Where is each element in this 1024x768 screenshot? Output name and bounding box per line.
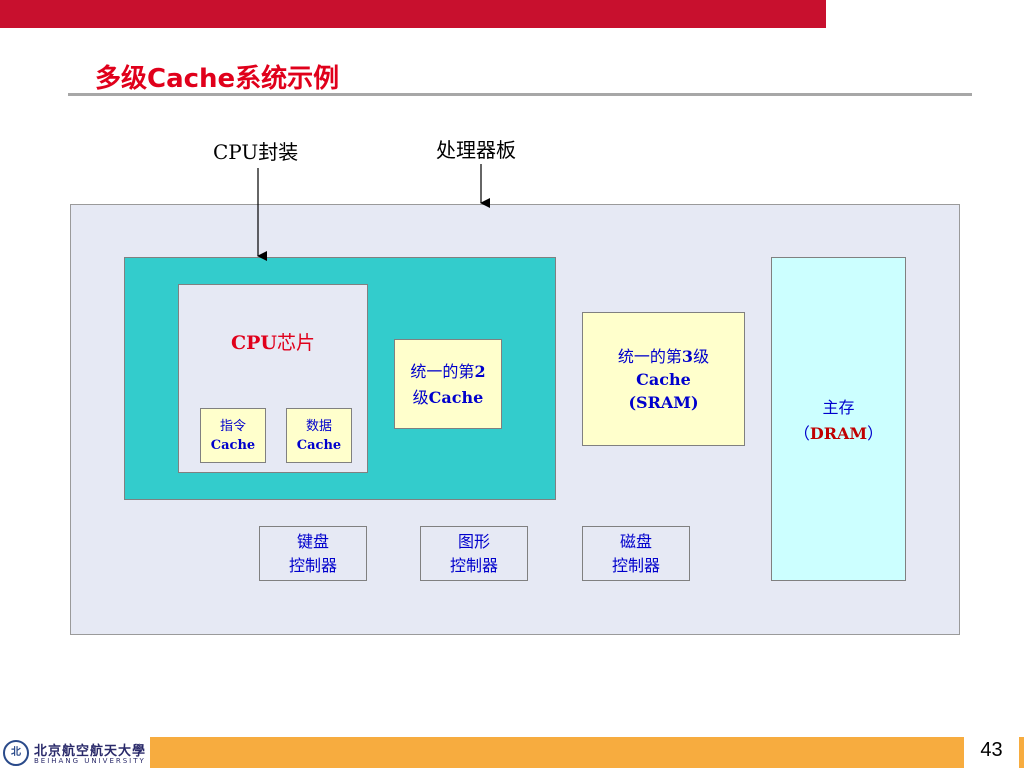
icache-line2: Cache [210, 438, 256, 453]
header-bar [0, 0, 826, 28]
keyboard-controller-box: 键盘 控制器 [259, 526, 367, 581]
cpu-chip-label: CPU芯片 [231, 332, 315, 354]
l2-cache-box: 统一的第2 级Cache [394, 339, 502, 429]
dcache-line2: Cache [296, 438, 342, 453]
graphics-controller-line2: 控制器 [449, 556, 498, 575]
icache-line1: 指令 [219, 419, 246, 434]
main-memory-box: 主存 （DRAM） [771, 257, 906, 581]
disk-controller-line2: 控制器 [611, 556, 660, 575]
graphics-controller-box: 图形 控制器 [420, 526, 528, 581]
page-number: 43 [980, 739, 1003, 761]
keyboard-controller-line1: 键盘 [296, 532, 329, 551]
instruction-cache-box: 指令 Cache [200, 408, 266, 463]
footer-bar [0, 737, 1024, 768]
l3-cache-box: 统一的第3级 Cache (SRAM) [582, 312, 745, 446]
main-memory-line1: 主存 [822, 398, 855, 417]
university-seal-icon: 北 [3, 740, 29, 766]
l3-line1: 统一的第3级 [617, 347, 710, 366]
disk-controller-box: 磁盘 控制器 [582, 526, 690, 581]
main-memory-line2: （DRAM） [793, 424, 884, 443]
processor-board-label: 处理器板 [436, 138, 516, 162]
university-name-en: BEIHANG UNIVERSITY [34, 757, 146, 765]
l2-line2: 级Cache [412, 388, 484, 407]
dcache-line1: 数据 [305, 419, 332, 434]
l3-line3: (SRAM) [628, 393, 699, 412]
graphics-controller-line1: 图形 [457, 532, 490, 551]
l3-line2: Cache [636, 370, 691, 389]
cpu-package-label: CPU封装 [213, 140, 299, 164]
disk-controller-line1: 磁盘 [619, 532, 652, 551]
title-underline [68, 93, 972, 96]
data-cache-box: 数据 Cache [286, 408, 352, 463]
l2-line1: 统一的第2 [410, 362, 486, 381]
page-number-box [964, 737, 1019, 768]
keyboard-controller-line2: 控制器 [288, 556, 337, 575]
university-name-cn: 北京航空航天大學 [34, 744, 147, 759]
slide-title: 多级Cache系统示例 [95, 64, 340, 94]
